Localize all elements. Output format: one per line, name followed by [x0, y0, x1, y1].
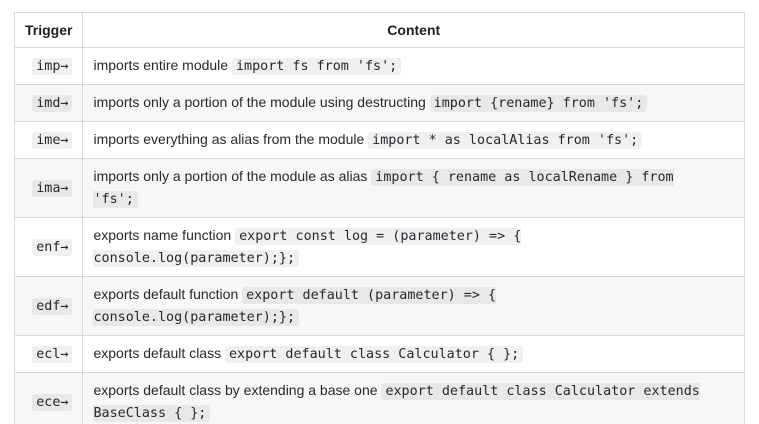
trigger-code: ime→ [32, 132, 73, 149]
content-code: export default class Calculator { }; [224, 346, 524, 363]
trigger-code: enf→ [32, 239, 73, 256]
content-description: exports default class [93, 345, 225, 361]
content-description: exports name function [93, 227, 236, 243]
trigger-cell: ima→ [13, 158, 84, 218]
trigger-code: ima→ [32, 180, 73, 197]
trigger-cell: ecl→ [13, 335, 84, 373]
trigger-code: edf→ [32, 298, 73, 315]
content-description: exports default class by extending a bas… [93, 382, 382, 398]
table-row: ima→ imports only a portion of the modul… [13, 158, 745, 218]
trigger-cell: imp→ [13, 47, 84, 85]
content-description: exports default function [93, 286, 243, 302]
trigger-cell: edf→ [13, 276, 84, 336]
snippets-table: Trigger Content imp→ imports entire modu… [13, 12, 745, 424]
content-description: imports entire module [93, 57, 232, 73]
table-header: Trigger Content [13, 12, 745, 48]
trigger-code: imp→ [32, 58, 73, 75]
trigger-cell: enf→ [13, 217, 84, 277]
content-code: import * as localAlias from 'fs'; [368, 132, 643, 149]
column-header-trigger: Trigger [13, 12, 84, 48]
table-row: imp→ imports entire module import fs fro… [13, 47, 745, 85]
content-code: import fs from 'fs'; [231, 58, 402, 75]
trigger-code: imd→ [32, 95, 73, 112]
table-row: ece→ exports default class by extending … [13, 372, 745, 424]
content-cell: imports everything as alias from the mod… [82, 121, 745, 159]
content-cell: exports default class export default cla… [82, 335, 745, 373]
trigger-code: ecl→ [32, 346, 73, 363]
content-cell: imports entire module import fs from 'fs… [82, 47, 745, 85]
trigger-cell: imd→ [13, 84, 84, 122]
table-row: imd→ imports only a portion of the modul… [13, 84, 745, 122]
content-cell: imports only a portion of the module usi… [82, 84, 745, 122]
content-cell: exports default function export default … [82, 276, 745, 336]
table-row: edf→ exports default function export def… [13, 276, 745, 336]
table-row: ecl→ exports default class export defaul… [13, 335, 745, 373]
trigger-cell: ime→ [13, 121, 84, 159]
content-description: imports only a portion of the module usi… [93, 94, 430, 110]
trigger-cell: ece→ [13, 372, 84, 424]
table-row: ime→ imports everything as alias from th… [13, 121, 745, 159]
column-header-content: Content [82, 12, 745, 48]
trigger-code: ece→ [32, 394, 73, 411]
content-description: imports only a portion of the module as … [93, 168, 372, 184]
table-body: imp→ imports entire module import fs fro… [13, 47, 745, 424]
content-cell: exports name function export const log =… [82, 217, 745, 277]
table-row: enf→ exports name function export const … [13, 217, 745, 277]
header-row: Trigger Content [13, 12, 745, 48]
content-cell: exports default class by extending a bas… [82, 372, 745, 424]
content-cell: imports only a portion of the module as … [82, 158, 745, 218]
content-description: imports everything as alias from the mod… [93, 131, 369, 147]
content-code: import {rename} from 'fs'; [429, 95, 648, 112]
